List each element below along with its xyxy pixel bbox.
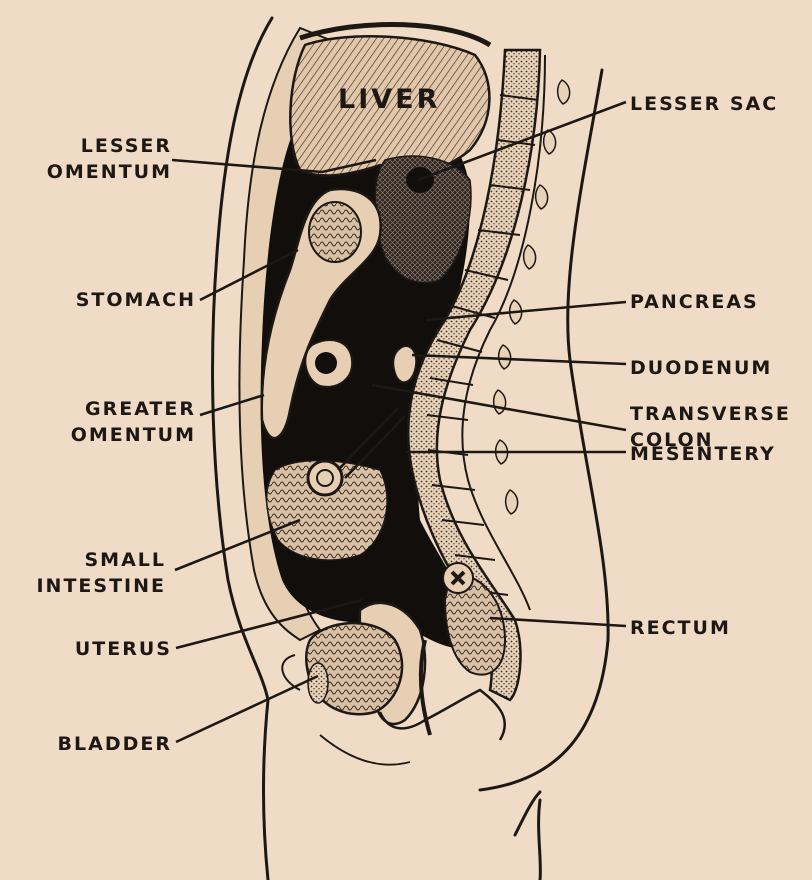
label-uterus: UTERUS: [75, 638, 172, 660]
label-lesser-sac: LESSER SAC: [630, 93, 778, 115]
label-mesentery: MESENTERY: [630, 443, 776, 465]
label-lesser-omentum-line1: LESSER: [81, 135, 172, 157]
labels-right: LESSER SAC PANCREAS DUODENUM TRANSVERSE …: [630, 93, 791, 639]
lower-fold: [320, 735, 410, 765]
label-small-intestine-line1: SMALL: [84, 549, 166, 571]
label-rectum: RECTUM: [630, 617, 731, 639]
label-bladder: BLADDER: [58, 733, 172, 755]
label-transverse-colon-line1: TRANSVERSE: [630, 403, 791, 425]
stomach-contents: [309, 202, 361, 262]
label-lesser-omentum-line2: OMENTUM: [47, 161, 172, 183]
label-small-intestine-line2: INTESTINE: [36, 575, 166, 597]
label-greater-omentum-line1: GREATER: [85, 398, 196, 420]
leader-bladder: [176, 676, 318, 742]
thigh-outline: [515, 792, 540, 880]
colon-lumen: [315, 352, 337, 374]
label-greater-omentum-line2: OMENTUM: [71, 424, 196, 446]
label-stomach: STOMACH: [76, 289, 196, 311]
pubic-bone: [308, 663, 328, 703]
labels-left: LESSER OMENTUM STOMACH GREATER OMENTUM S…: [36, 135, 196, 755]
intestine-lumen: [317, 470, 333, 486]
label-duodenum: DUODENUM: [630, 357, 772, 379]
duodenum-section: [393, 346, 416, 382]
liver-title: LIVER: [338, 84, 440, 115]
label-pancreas: PANCREAS: [630, 291, 759, 313]
